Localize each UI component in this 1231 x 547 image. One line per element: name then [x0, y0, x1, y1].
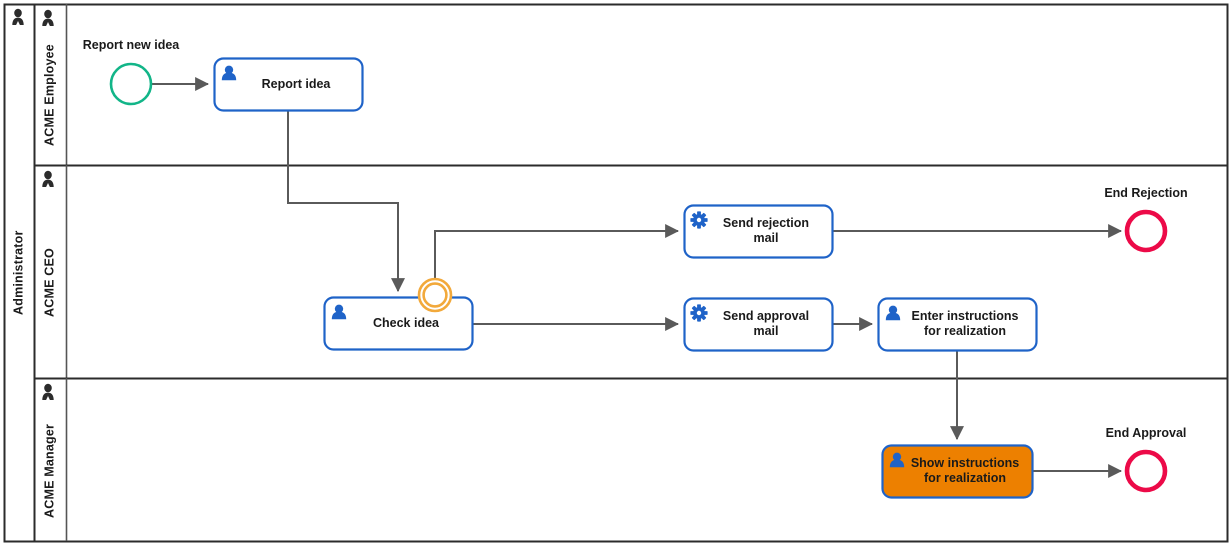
- user-task-icon: [331, 304, 347, 320]
- sequence-flow-flow-boundary-to-rejection[interactable]: [434, 224, 680, 279]
- user-task-icon: [885, 305, 901, 321]
- pool-person-icon: [12, 8, 24, 25]
- boundary-event-inner-boundary-check-idea[interactable]: [422, 282, 448, 308]
- lane-person-icon: [42, 9, 54, 26]
- user-task-icon: [889, 452, 905, 468]
- service-task-gear-icon: [690, 304, 708, 322]
- task-task-report-idea[interactable]: [213, 57, 364, 112]
- start-event-start-report-new-idea[interactable]: [109, 62, 153, 106]
- task-task-check-idea[interactable]: [323, 296, 474, 351]
- task-task-send-approval-mail[interactable]: [683, 297, 834, 352]
- end-event-end-approval[interactable]: [1124, 449, 1168, 493]
- lane-person-icon: [42, 170, 54, 187]
- task-task-show-instructions[interactable]: [881, 444, 1034, 499]
- sequence-flow-flow-report-to-check[interactable]: [287, 110, 405, 293]
- service-task-gear-icon: [690, 211, 708, 229]
- task-task-enter-instructions[interactable]: [877, 297, 1038, 352]
- lane-person-icon: [42, 383, 54, 400]
- task-task-send-rejection-mail[interactable]: [683, 204, 834, 259]
- pool-boundary: [3, 3, 1229, 543]
- user-task-icon: [221, 65, 237, 81]
- end-event-end-rejection[interactable]: [1124, 209, 1168, 253]
